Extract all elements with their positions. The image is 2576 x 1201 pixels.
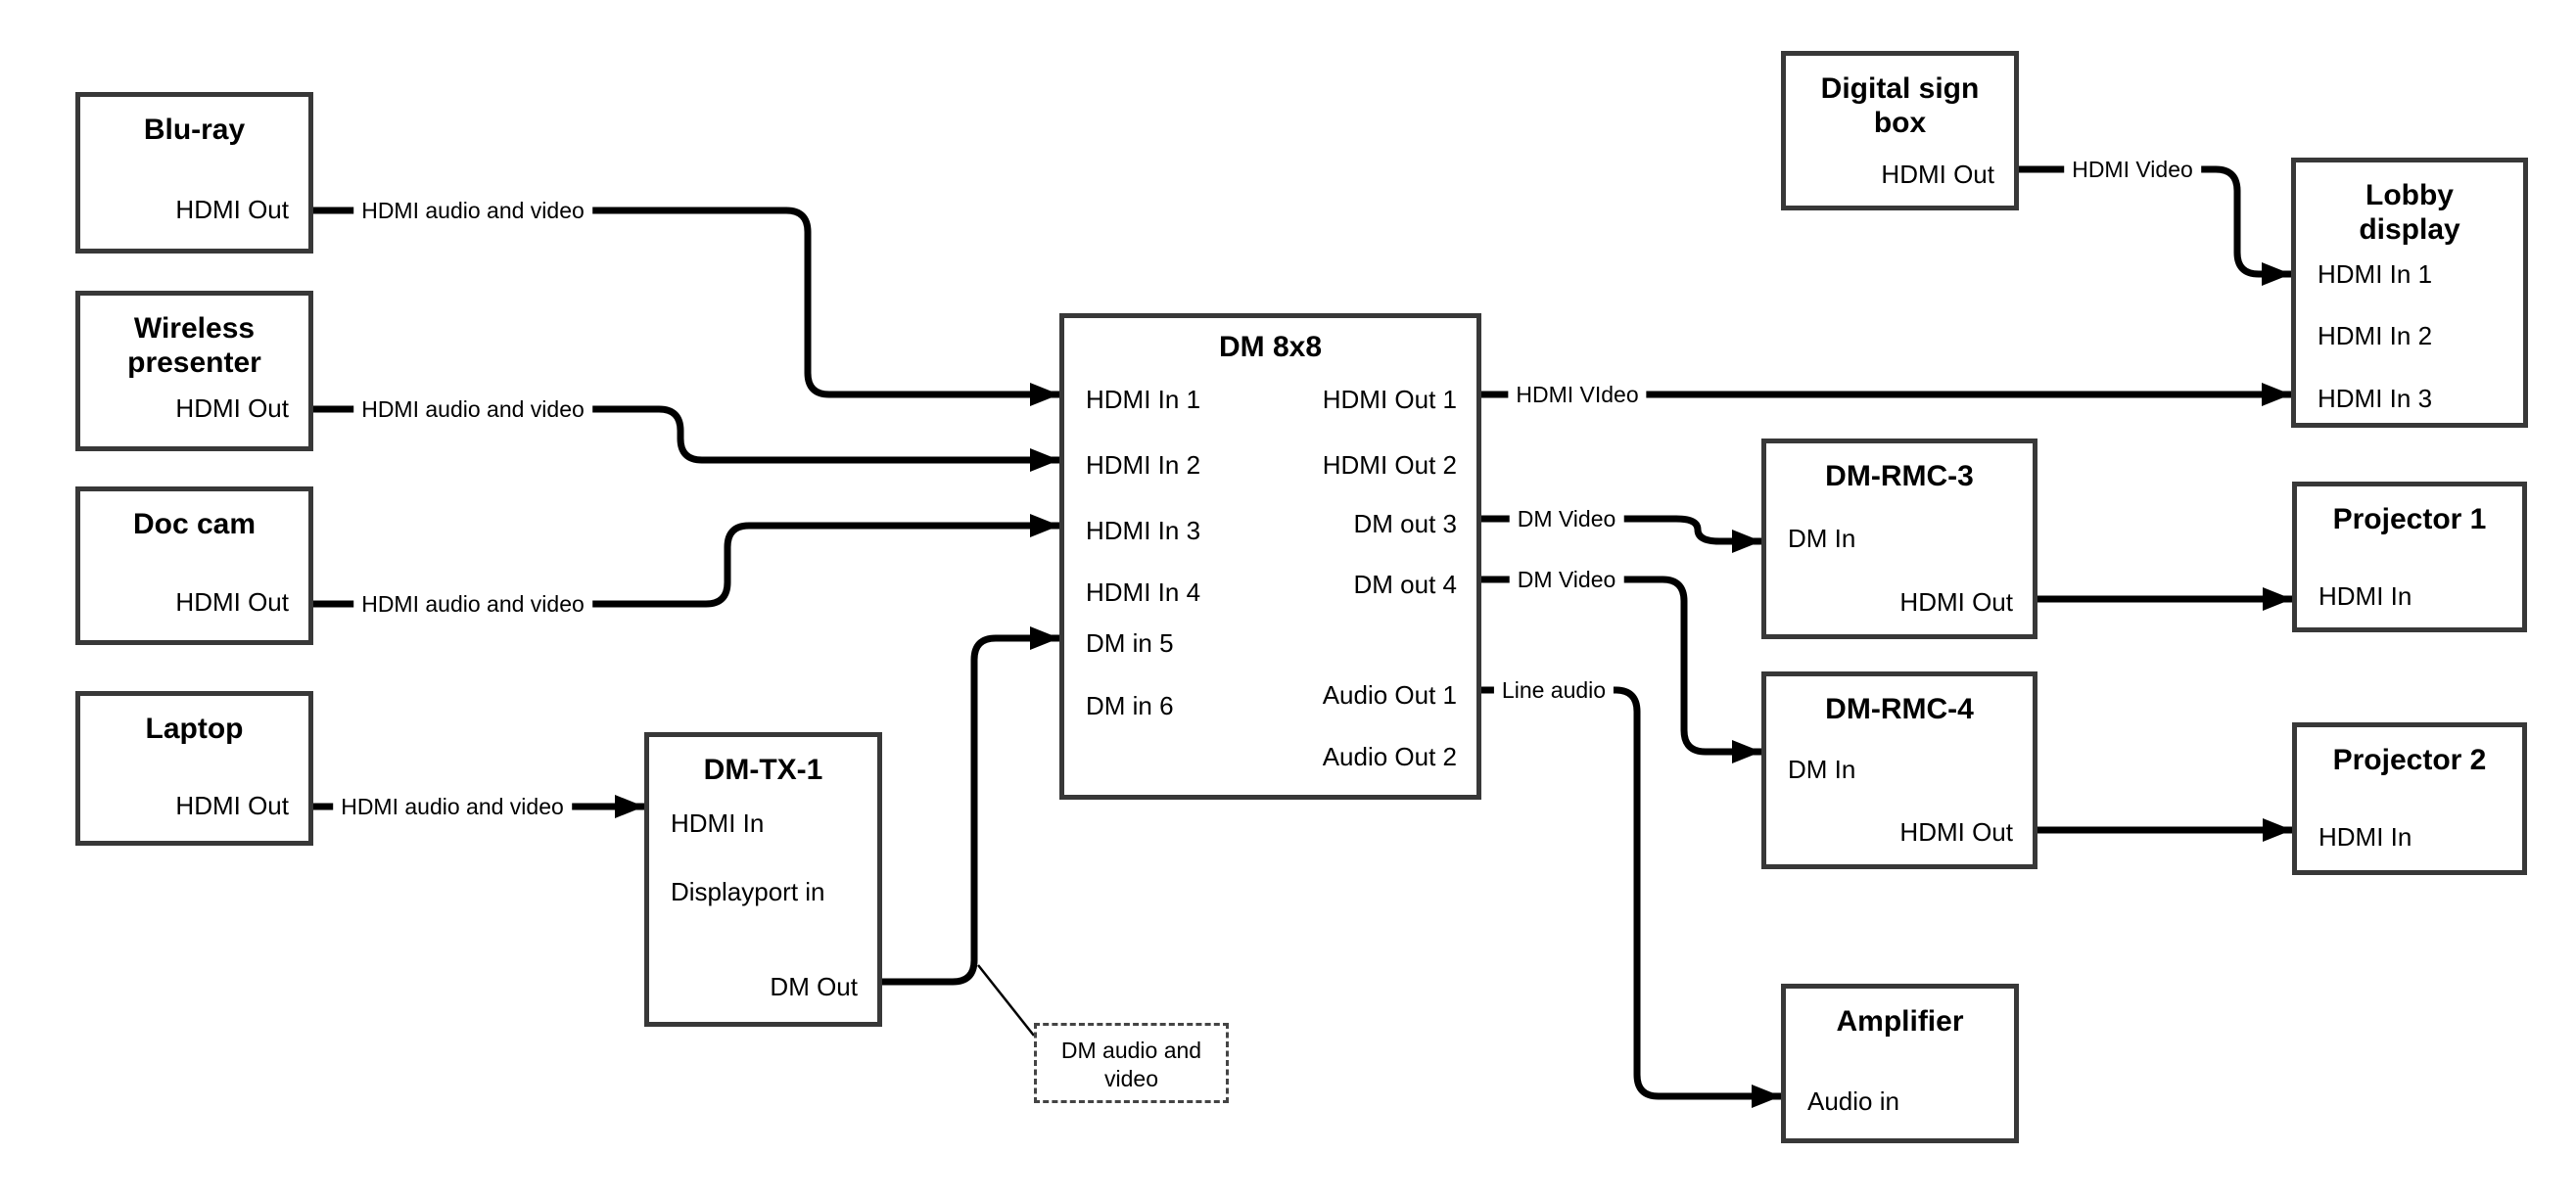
port-hdmi-in: HDMI In [2318,581,2412,611]
node-title: DM 8x8 [1218,331,1323,363]
node-title: DM-TX-1 [703,754,823,786]
node-lobby-display: Lobby display HDMI In 1 HDMI In 2 HDMI I… [2291,158,2528,428]
port-dm-out-4: DM out 4 [1353,570,1458,599]
edge-label-hdmi-video-out1: HDMI VIdeo [1508,381,1647,408]
port-hdmi-in-2: HDMI In 2 [1086,450,1201,480]
node-title: DM-RMC-4 [1825,693,1974,725]
connector-dm8x8-audio1-to-amplifier [1481,686,1781,1108]
edge-label-hdmi-audio-video-3: HDMI audio and video [353,590,592,618]
node-doc-cam: Doc cam HDMI Out [75,486,313,645]
node-dm-tx-1: DM-TX-1 HDMI In Displayport in DM Out [644,732,882,1027]
port-hdmi-out: HDMI Out [1899,817,2013,847]
port-hdmi-out: HDMI Out [175,195,289,224]
port-hdmi-out: HDMI Out [1899,587,2013,617]
node-blu-ray: Blu-ray HDMI Out [75,92,313,254]
port-audio-in: Audio in [1807,1086,1899,1116]
connector-wireless-to-dm8x8-in2 [313,405,1059,472]
edge-label-line-audio: Line audio [1493,676,1615,704]
node-dm-rmc-4: DM-RMC-4 DM In HDMI Out [1761,671,2037,869]
edge-label-dm-video-3: DM Video [1509,505,1624,532]
node-title: Projector 1 [2332,503,2487,535]
port-hdmi-out-1: HDMI Out 1 [1322,385,1457,414]
node-title: Amplifier [1836,1005,1964,1038]
port-hdmi-in-3: HDMI In 3 [1086,516,1201,545]
port-dm-in: DM In [1788,755,1856,784]
node-title: Wireless presenter [127,312,261,379]
node-wireless-presenter: Wireless presenter HDMI Out [75,291,313,451]
port-dm-out: DM Out [770,972,858,1001]
node-dm-rmc-3: DM-RMC-3 DM In HDMI Out [1761,439,2037,639]
port-hdmi-in: HDMI In [2318,822,2412,852]
port-hdmi-out: HDMI Out [175,587,289,617]
edge-label-hdmi-audio-video-1: HDMI audio and video [353,197,592,224]
port-hdmi-in-3: HDMI In 3 [2318,384,2433,413]
port-dm-out-3: DM out 3 [1353,509,1458,538]
port-dm-in-5: DM in 5 [1086,628,1174,658]
edge-label-hdmi-audio-video-2: HDMI audio and video [353,395,592,423]
annotation-dm-audio-video: DM audio and video [1034,1023,1229,1103]
node-digital-sign-box: Digital sign box HDMI Out [1781,51,2019,210]
node-title: DM-RMC-3 [1825,460,1974,492]
connector-bluray-to-dm8x8-in1 [313,207,1059,406]
port-dm-in-6: DM in 6 [1086,691,1174,720]
node-title: Doc cam [132,508,257,540]
port-hdmi-in-2: HDMI In 2 [2318,321,2433,350]
connector-digitalsign-to-lobby-in1 [2019,165,2291,286]
connector-dm8x8-out3-to-dmrmc3 [1481,515,1761,553]
port-audio-out-1: Audio Out 1 [1322,680,1457,710]
port-hdmi-out: HDMI Out [175,791,289,820]
node-amplifier: Amplifier Audio in [1781,984,2019,1143]
node-title: Laptop [145,713,244,745]
edge-label-hdmi-video-sign: HDMI Video [2064,156,2201,183]
node-title: Blu-ray [143,114,246,146]
port-hdmi-in-1: HDMI In 1 [1086,385,1201,414]
node-laptop: Laptop HDMI Out [75,691,313,846]
annotation-callout-line [977,964,1035,1037]
node-dm-8x8: DM 8x8 HDMI In 1 HDMI In 2 HDMI In 3 HDM… [1059,313,1481,800]
port-hdmi-out: HDMI Out [1881,160,1994,189]
port-hdmi-in-1: HDMI In 1 [2318,259,2433,289]
node-title: Projector 2 [2332,744,2487,776]
port-hdmi-out: HDMI Out [175,393,289,423]
port-hdmi-in: HDMI In [671,808,765,838]
connector-dm8x8-out4-to-dmrmc4 [1481,576,1761,763]
edge-label-dm-video-4: DM Video [1509,566,1624,593]
edge-label-hdmi-audio-video-4: HDMI audio and video [333,793,572,820]
port-audio-out-2: Audio Out 2 [1322,742,1457,771]
connector-doccam-to-dm8x8-in3 [313,514,1059,608]
node-title: Digital sign box [1820,72,1980,139]
port-displayport-in: Displayport in [671,877,825,906]
port-hdmi-in-4: HDMI In 4 [1086,577,1201,607]
port-hdmi-out-2: HDMI Out 2 [1322,450,1457,480]
node-projector-1: Projector 1 HDMI In [2292,482,2527,632]
node-title: Lobby display [2359,179,2460,246]
node-projector-2: Projector 2 HDMI In [2292,722,2527,875]
connector-dmtx1-to-dm8x8-in5 [882,626,1059,986]
port-dm-in: DM In [1788,524,1856,553]
